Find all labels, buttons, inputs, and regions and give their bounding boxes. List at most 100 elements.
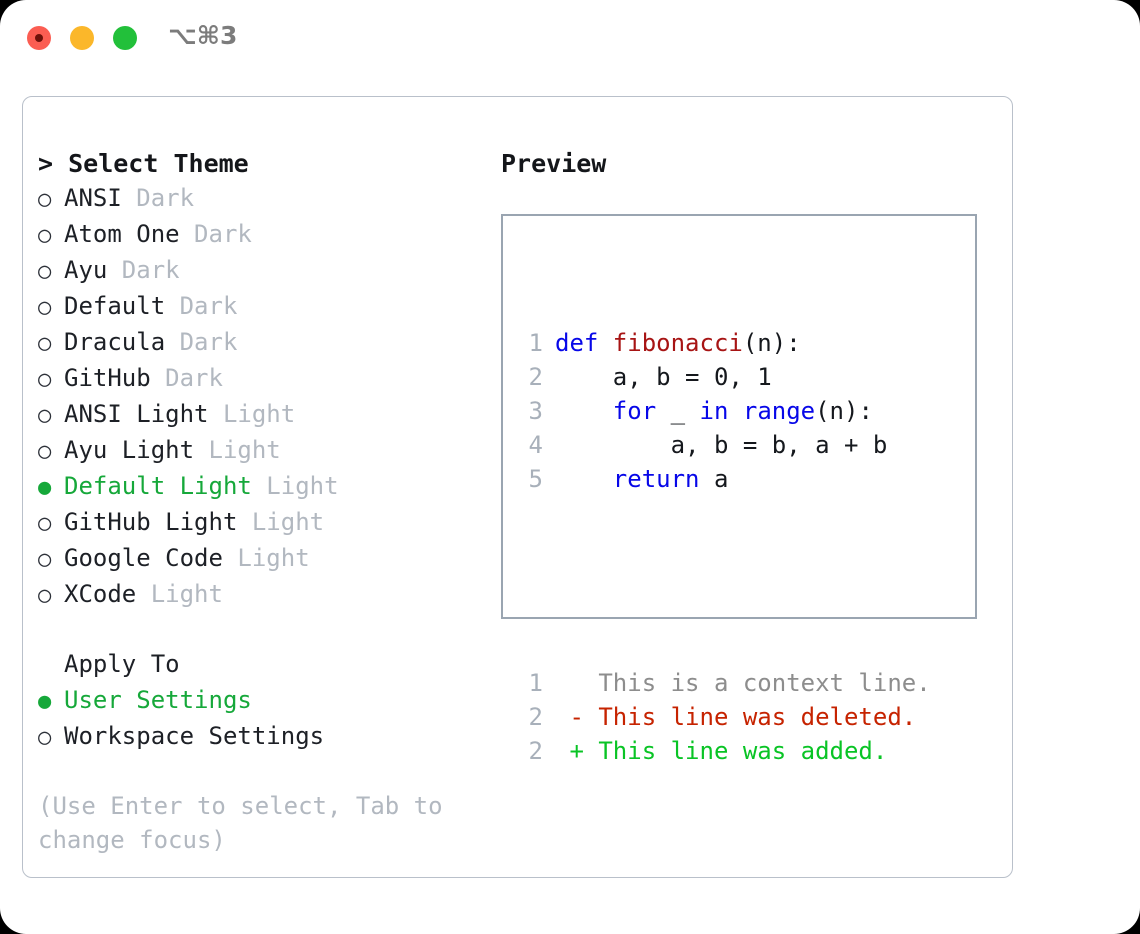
- apply-to-label: User Settings: [64, 686, 252, 714]
- theme-list-item[interactable]: ○ ANSI Dark: [38, 181, 478, 217]
- line-number: 1: [528, 669, 543, 697]
- theme-name-label: GitHub Light: [64, 508, 238, 536]
- code-line: 2 - This line was deleted.: [513, 700, 931, 734]
- theme-variant-label: Light: [237, 508, 325, 536]
- theme-list-item[interactable]: ○Atom One Dark: [38, 217, 478, 253]
- theme-list-item[interactable]: ○ Default Dark: [38, 289, 478, 325]
- code-token: + This line was added.: [555, 737, 888, 765]
- radio-unselected-icon[interactable]: ○: [38, 331, 52, 356]
- line-number: 4: [528, 431, 543, 459]
- code-line: 2 a, b = 0, 1: [513, 360, 931, 394]
- code-line: 5 return a: [513, 462, 931, 496]
- minimize-button[interactable]: [70, 26, 94, 50]
- keyboard-shortcut-label: ⌥⌘3: [168, 21, 238, 50]
- code-line: 2 + This line was added.: [513, 734, 931, 768]
- radio-unselected-icon[interactable]: ○: [38, 259, 52, 284]
- traffic-lights: [27, 26, 137, 50]
- code-text: for _ in range(n):: [555, 394, 873, 428]
- theme-list-item[interactable]: ○ GitHub Light Light: [38, 505, 478, 541]
- theme-variant-label: Dark: [121, 184, 195, 212]
- theme-variant-label: Light: [136, 580, 223, 608]
- blank-marker: ○: [38, 649, 64, 683]
- radio-unselected-icon[interactable]: ○: [38, 295, 52, 320]
- line-number: 2: [528, 737, 543, 765]
- theme-list-item[interactable]: ○ Google Code Light: [38, 541, 478, 577]
- radio-unselected-icon[interactable]: ○: [38, 583, 52, 608]
- theme-name-label: Default Light: [64, 472, 252, 500]
- apply-to-header: Apply To: [64, 650, 180, 678]
- apply-to-list[interactable]: ● User Settings ○ Workspace Settings: [38, 683, 478, 755]
- code-text: a, b = b, a + b: [555, 428, 888, 462]
- code-text: a, b = 0, 1: [555, 360, 772, 394]
- keyboard-hint: (Use Enter to select, Tab to change focu…: [38, 792, 443, 854]
- preview-title: Preview: [501, 149, 607, 178]
- theme-variant-label: Dark: [165, 328, 238, 356]
- apply-to-header-row: ○Apply To: [38, 647, 478, 683]
- theme-variant-label: Dark: [179, 220, 252, 248]
- code-line: 3 for _ in range(n):: [513, 394, 931, 428]
- radio-unselected-icon[interactable]: ○: [38, 511, 52, 536]
- code-token: _: [656, 397, 700, 425]
- line-number: 3: [528, 397, 543, 425]
- apply-to-item[interactable]: ○ Workspace Settings: [38, 719, 478, 755]
- theme-variant-label: Light: [194, 436, 281, 464]
- radio-selected-icon[interactable]: ●: [38, 475, 52, 500]
- code-token: (n):: [742, 329, 801, 357]
- theme-name-label: Ayu: [64, 256, 108, 284]
- radio-unselected-icon[interactable]: ○: [38, 403, 52, 428]
- radio-unselected-icon[interactable]: ○: [38, 223, 52, 248]
- theme-list-item[interactable]: ○GitHub Dark: [38, 361, 478, 397]
- code-token: This is a context line.: [555, 669, 931, 697]
- radio-unselected-icon[interactable]: ○: [38, 439, 52, 464]
- code-line: 4 a, b = b, a + b: [513, 428, 931, 462]
- diff-spacer: [513, 564, 931, 598]
- radio-unselected-icon[interactable]: ○: [38, 547, 52, 572]
- code-text: This is a context line.: [555, 666, 931, 700]
- radio-unselected-icon[interactable]: ○: [38, 187, 52, 212]
- theme-name-label: ANSI: [64, 184, 122, 212]
- line-number: 1: [528, 329, 543, 357]
- code-token: a, b = b, a + b: [555, 431, 888, 459]
- theme-variant-label: Light: [222, 544, 310, 572]
- apply-to-label: Workspace Settings: [64, 722, 325, 750]
- line-number: 2: [528, 703, 543, 731]
- line-number: 2: [528, 363, 543, 391]
- theme-variant-label: Dark: [107, 256, 180, 284]
- line-number: 5: [528, 465, 543, 493]
- theme-name-label: ANSI Light: [64, 400, 209, 428]
- theme-list[interactable]: ○ANSI Dark○Atom One Dark○Ayu Dark○Defaul…: [38, 181, 478, 613]
- close-button[interactable]: [27, 26, 51, 50]
- code-token: [555, 397, 613, 425]
- diff-sample: 1 This is a context line. 2 - This line w…: [513, 666, 931, 768]
- title-bar: ⌥⌘3: [0, 0, 1140, 78]
- code-token: return: [612, 465, 700, 493]
- code-text: - This line was deleted.: [555, 700, 916, 734]
- theme-list-item[interactable]: ○XCode Light: [38, 577, 478, 613]
- theme-list-item[interactable]: ○ANSI Light Light: [38, 397, 478, 433]
- theme-name-label: Dracula: [64, 328, 166, 356]
- theme-list-item[interactable]: ○ Ayu Dark: [38, 253, 478, 289]
- radio-selected-icon[interactable]: ●: [38, 689, 52, 714]
- code-token: def: [555, 329, 613, 357]
- theme-name-label: Google Code: [64, 544, 223, 572]
- theme-list-item[interactable]: ● Default Light Light: [38, 469, 478, 505]
- theme-variant-label: Light: [251, 472, 339, 500]
- code-token: in range: [699, 397, 816, 425]
- maximize-button[interactable]: [113, 26, 137, 50]
- code-token: fibonacci: [612, 329, 743, 357]
- theme-list-header: > Select Theme: [38, 149, 249, 178]
- apply-to-item[interactable]: ● User Settings: [38, 683, 478, 719]
- theme-list-item[interactable]: ○Ayu Light Light: [38, 433, 478, 469]
- radio-unselected-icon[interactable]: ○: [38, 725, 52, 750]
- theme-variant-label: Dark: [165, 292, 238, 320]
- theme-name-label: Default: [64, 292, 166, 320]
- code-text: return a: [555, 462, 729, 496]
- theme-list-item[interactable]: ○ Dracula Dark: [38, 325, 478, 361]
- code-token: a, b = 0, 1: [555, 363, 772, 391]
- code-token: - This line was deleted.: [555, 703, 917, 731]
- radio-unselected-icon[interactable]: ○: [38, 367, 52, 392]
